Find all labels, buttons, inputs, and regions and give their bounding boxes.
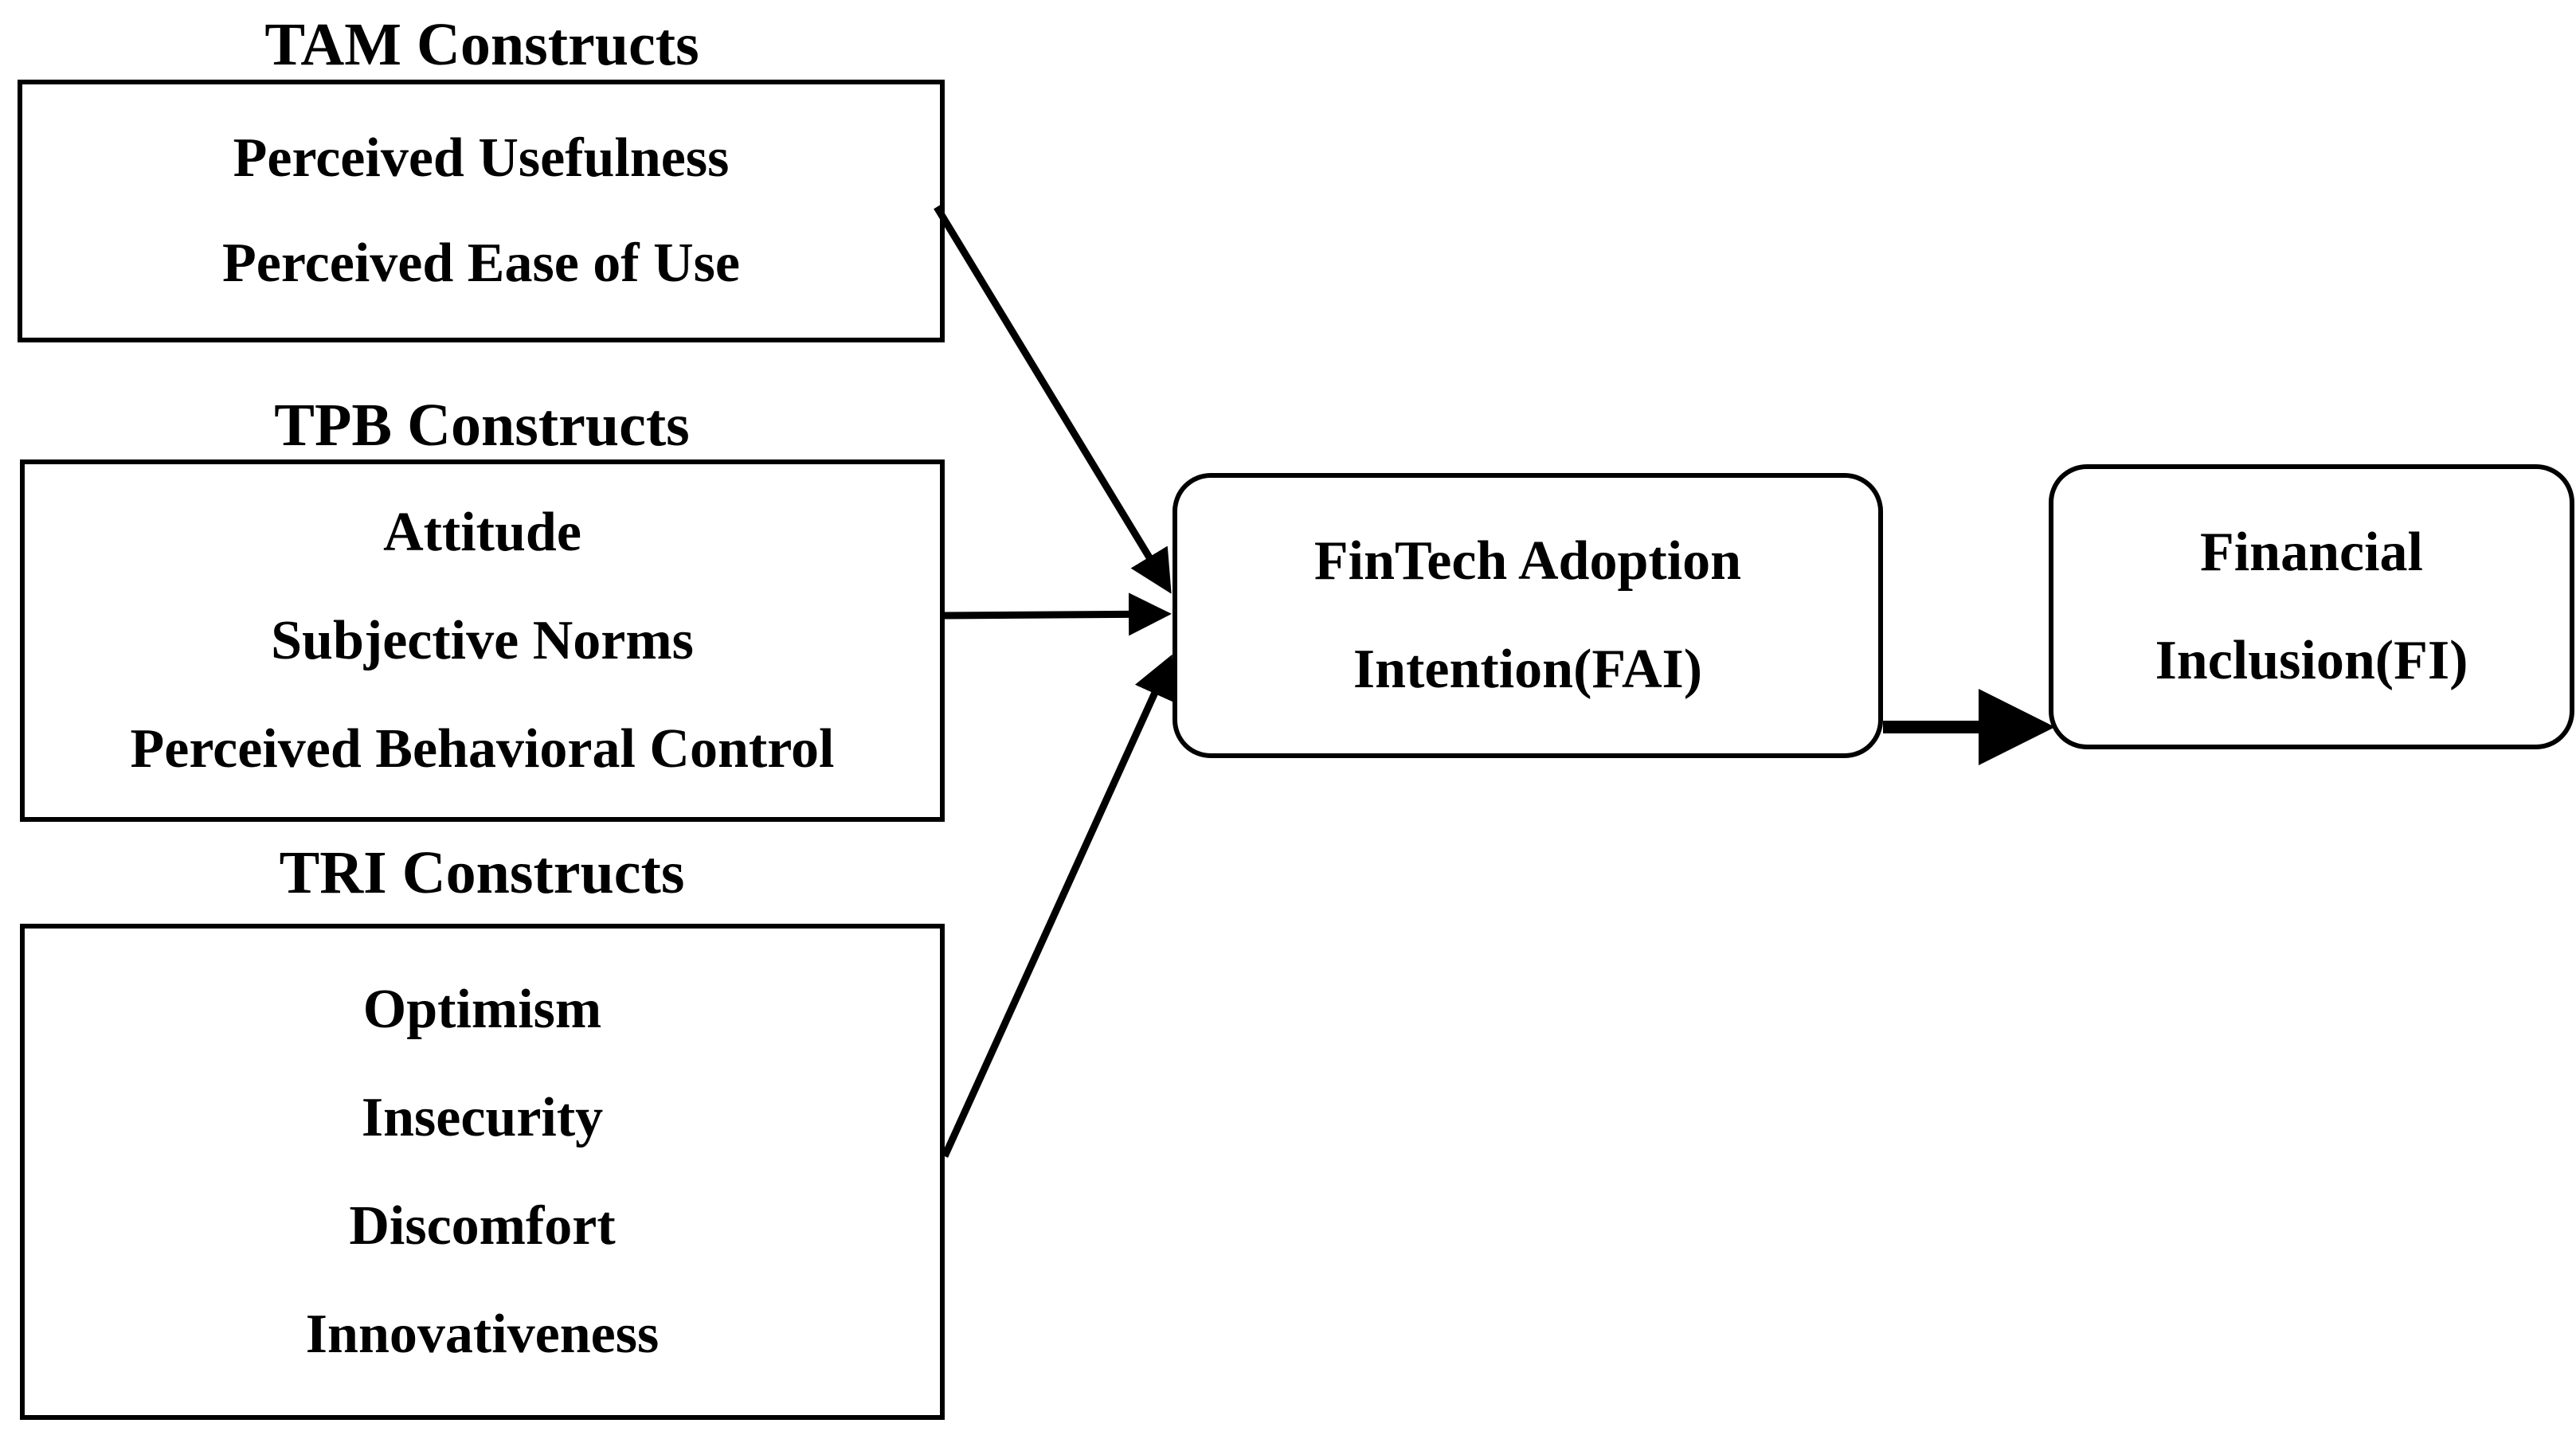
construct-perceived-usefulness: Perceived Usefulness [233, 127, 730, 189]
construct-discomfort: Discomfort [349, 1194, 616, 1257]
tam-group-title: TAM Constructs [264, 11, 699, 78]
tpb-group-title: TPB Constructs [274, 392, 690, 459]
arrow-tri-to-fai [941, 654, 1175, 1158]
construct-innovativeness: Innovativeness [305, 1303, 660, 1365]
construct-perceived-ease-of-use: Perceived Ease of Use [222, 233, 740, 294]
arrow-tam-to-fai [934, 205, 1172, 594]
tri-group-title: TRI Constructs [279, 839, 685, 906]
construct-attitude: Attitude [383, 501, 581, 563]
construct-perceived-behavioral-control: Perceived Behavioral Control [130, 717, 835, 780]
fai-label-line1: FinTech Adoption [1313, 530, 1742, 592]
arrow-tpb-to-fai [944, 592, 1172, 636]
construct-optimism: Optimism [362, 978, 602, 1040]
fai-label-line2: Intention(FAI) [1353, 639, 1703, 700]
tpb-constructs-box: Attitude Subjective Norms Perceived Beha… [20, 459, 945, 822]
fi-label-line2: Inclusion(FI) [2155, 630, 2468, 691]
construct-insecurity: Insecurity [361, 1086, 604, 1148]
construct-subjective-norms: Subjective Norms [271, 609, 694, 671]
financial-inclusion-box: Financial Inclusion(FI) [2049, 464, 2574, 749]
fi-label-line1: Financial [2199, 522, 2424, 583]
tri-constructs-box: Optimism Insecurity Discomfort Innovativ… [20, 924, 945, 1420]
fintech-adoption-intention-box: FinTech Adoption Intention(FAI) [1173, 473, 1883, 758]
